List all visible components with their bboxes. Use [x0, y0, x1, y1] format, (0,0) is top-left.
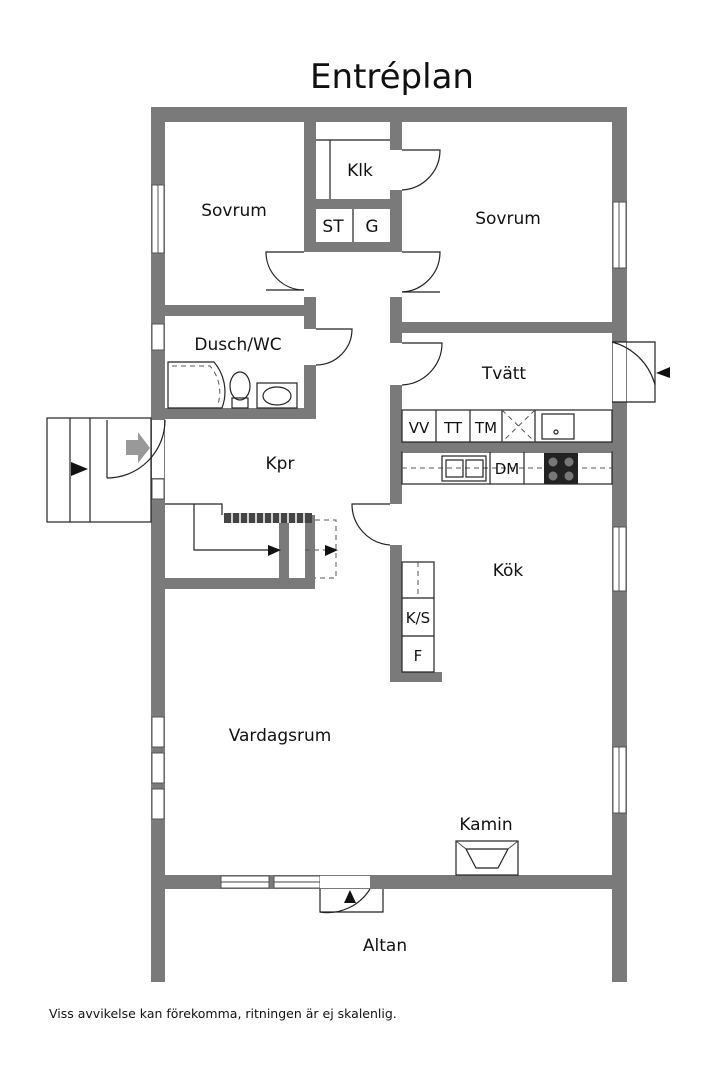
fixture-label-tt: TT: [443, 419, 463, 437]
room-label-g: G: [365, 217, 378, 237]
entrance-steps: [46, 417, 152, 523]
fixture-label-ks: K/S: [406, 609, 430, 627]
room-label-klk: Klk: [347, 161, 373, 181]
room-label-kpr: Kpr: [266, 454, 295, 474]
room-label-st: ST: [322, 217, 344, 237]
fireplace: [455, 840, 519, 876]
disclaimer-text: Viss avvikelse kan förekomma, ritningen …: [49, 1006, 397, 1021]
room-label-kamin: Kamin: [459, 815, 512, 835]
fixture-label-f: F: [414, 647, 423, 665]
entrance-arrow-icon: [126, 432, 150, 463]
room-label-sovrum-left: Sovrum: [201, 201, 267, 221]
room-label-kok: Kök: [493, 561, 524, 581]
plan-title: Entréplan: [310, 57, 474, 97]
fixture-labels: VV TT TM DM K/S F: [406, 419, 519, 665]
room-label-vardagsrum: Vardagsrum: [229, 726, 332, 746]
room-label-sovrum-right: Sovrum: [475, 209, 541, 229]
windows: [151, 184, 627, 889]
room-label-dusch-wc: Dusch/WC: [194, 335, 281, 355]
stairs: [165, 503, 338, 579]
laundry-fixtures: [401, 409, 613, 443]
stove-icon: [544, 453, 578, 484]
terrace: [151, 889, 627, 982]
bathroom-fixtures: [167, 361, 298, 409]
kitchen-counter: [401, 451, 613, 485]
room-labels: Sovrum Klk ST G Sovrum Dusch/WC Tvätt Kp…: [194, 161, 540, 956]
side-door-arrow-icon: [656, 367, 670, 378]
fixture-label-vv: VV: [409, 419, 430, 437]
room-label-altan: Altan: [363, 936, 407, 956]
kitchen-units: [401, 561, 435, 673]
doors: [106, 149, 656, 914]
fixture-label-dm: DM: [495, 460, 520, 478]
closets: [316, 139, 390, 242]
room-label-tvatt: Tvätt: [481, 364, 527, 384]
fixture-label-tm: TM: [474, 419, 497, 437]
terrace-arrow-icon: [344, 890, 356, 903]
